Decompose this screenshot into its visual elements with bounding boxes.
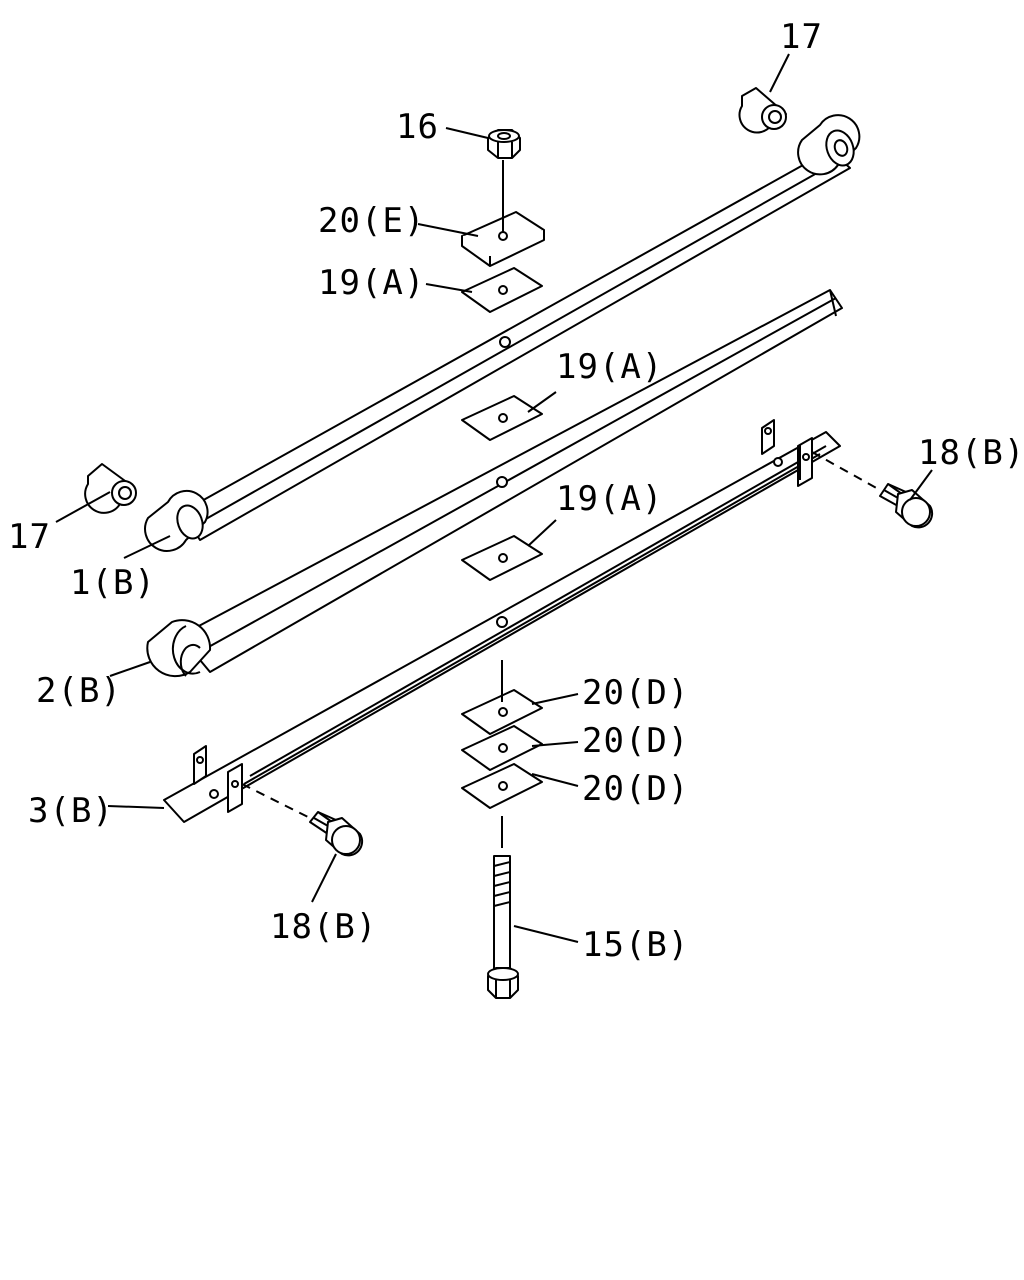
label-16: 16 bbox=[396, 107, 439, 147]
pad-20e bbox=[461, 211, 545, 267]
pad-20d-2 bbox=[461, 725, 543, 771]
leaf-1-rear-eye bbox=[797, 114, 861, 176]
leaf-3-center-hole bbox=[496, 616, 508, 628]
leaf-3-rear-clip bbox=[761, 419, 813, 487]
bolt-18b-left bbox=[309, 811, 364, 857]
leaf-1-center-hole bbox=[499, 336, 511, 348]
pad-19a-bottom bbox=[461, 535, 543, 581]
leaf-3 bbox=[163, 419, 841, 823]
leaf-2-eye bbox=[146, 619, 212, 678]
bushing-17-top bbox=[738, 87, 787, 134]
label-17-top: 17 bbox=[780, 17, 823, 57]
label-20d-2: 20(D) bbox=[582, 721, 689, 761]
pad-20d-3 bbox=[461, 763, 543, 809]
label-19a-bottom: 19(A) bbox=[556, 479, 663, 519]
label-20d-3: 20(D) bbox=[582, 769, 689, 809]
leader-lines bbox=[55, 53, 933, 943]
leaf-3-front-clip bbox=[193, 745, 243, 813]
callout-labels: 17 16 20(E) 19(A) 19(A) 19(A) 17 1(B) 18… bbox=[8, 17, 1024, 965]
nut-16 bbox=[487, 129, 521, 159]
pad-20d-1 bbox=[461, 689, 543, 735]
label-15b: 15(B) bbox=[582, 925, 689, 965]
label-1b: 1(B) bbox=[70, 563, 156, 603]
leaf-1-front-eye bbox=[144, 489, 209, 552]
pad-19a-top bbox=[461, 267, 543, 313]
label-18b-left: 18(B) bbox=[270, 907, 377, 947]
leaf-2 bbox=[146, 289, 843, 678]
label-2b: 2(B) bbox=[36, 671, 122, 711]
bushing-17-left bbox=[84, 463, 137, 514]
label-20e: 20(E) bbox=[318, 201, 425, 241]
leaf-2-center-hole bbox=[496, 476, 508, 488]
pad-19a-middle bbox=[461, 395, 543, 441]
label-3b: 3(B) bbox=[28, 791, 114, 831]
bolt-18b-right bbox=[879, 483, 934, 529]
label-17-left: 17 bbox=[8, 517, 51, 557]
label-19a-middle: 19(A) bbox=[556, 347, 663, 387]
leaf-1 bbox=[144, 114, 861, 552]
label-19a-top: 19(A) bbox=[318, 263, 425, 303]
center-bolt-15b bbox=[487, 855, 519, 999]
label-18b-right: 18(B) bbox=[918, 433, 1024, 473]
label-20d-1: 20(D) bbox=[582, 673, 689, 713]
